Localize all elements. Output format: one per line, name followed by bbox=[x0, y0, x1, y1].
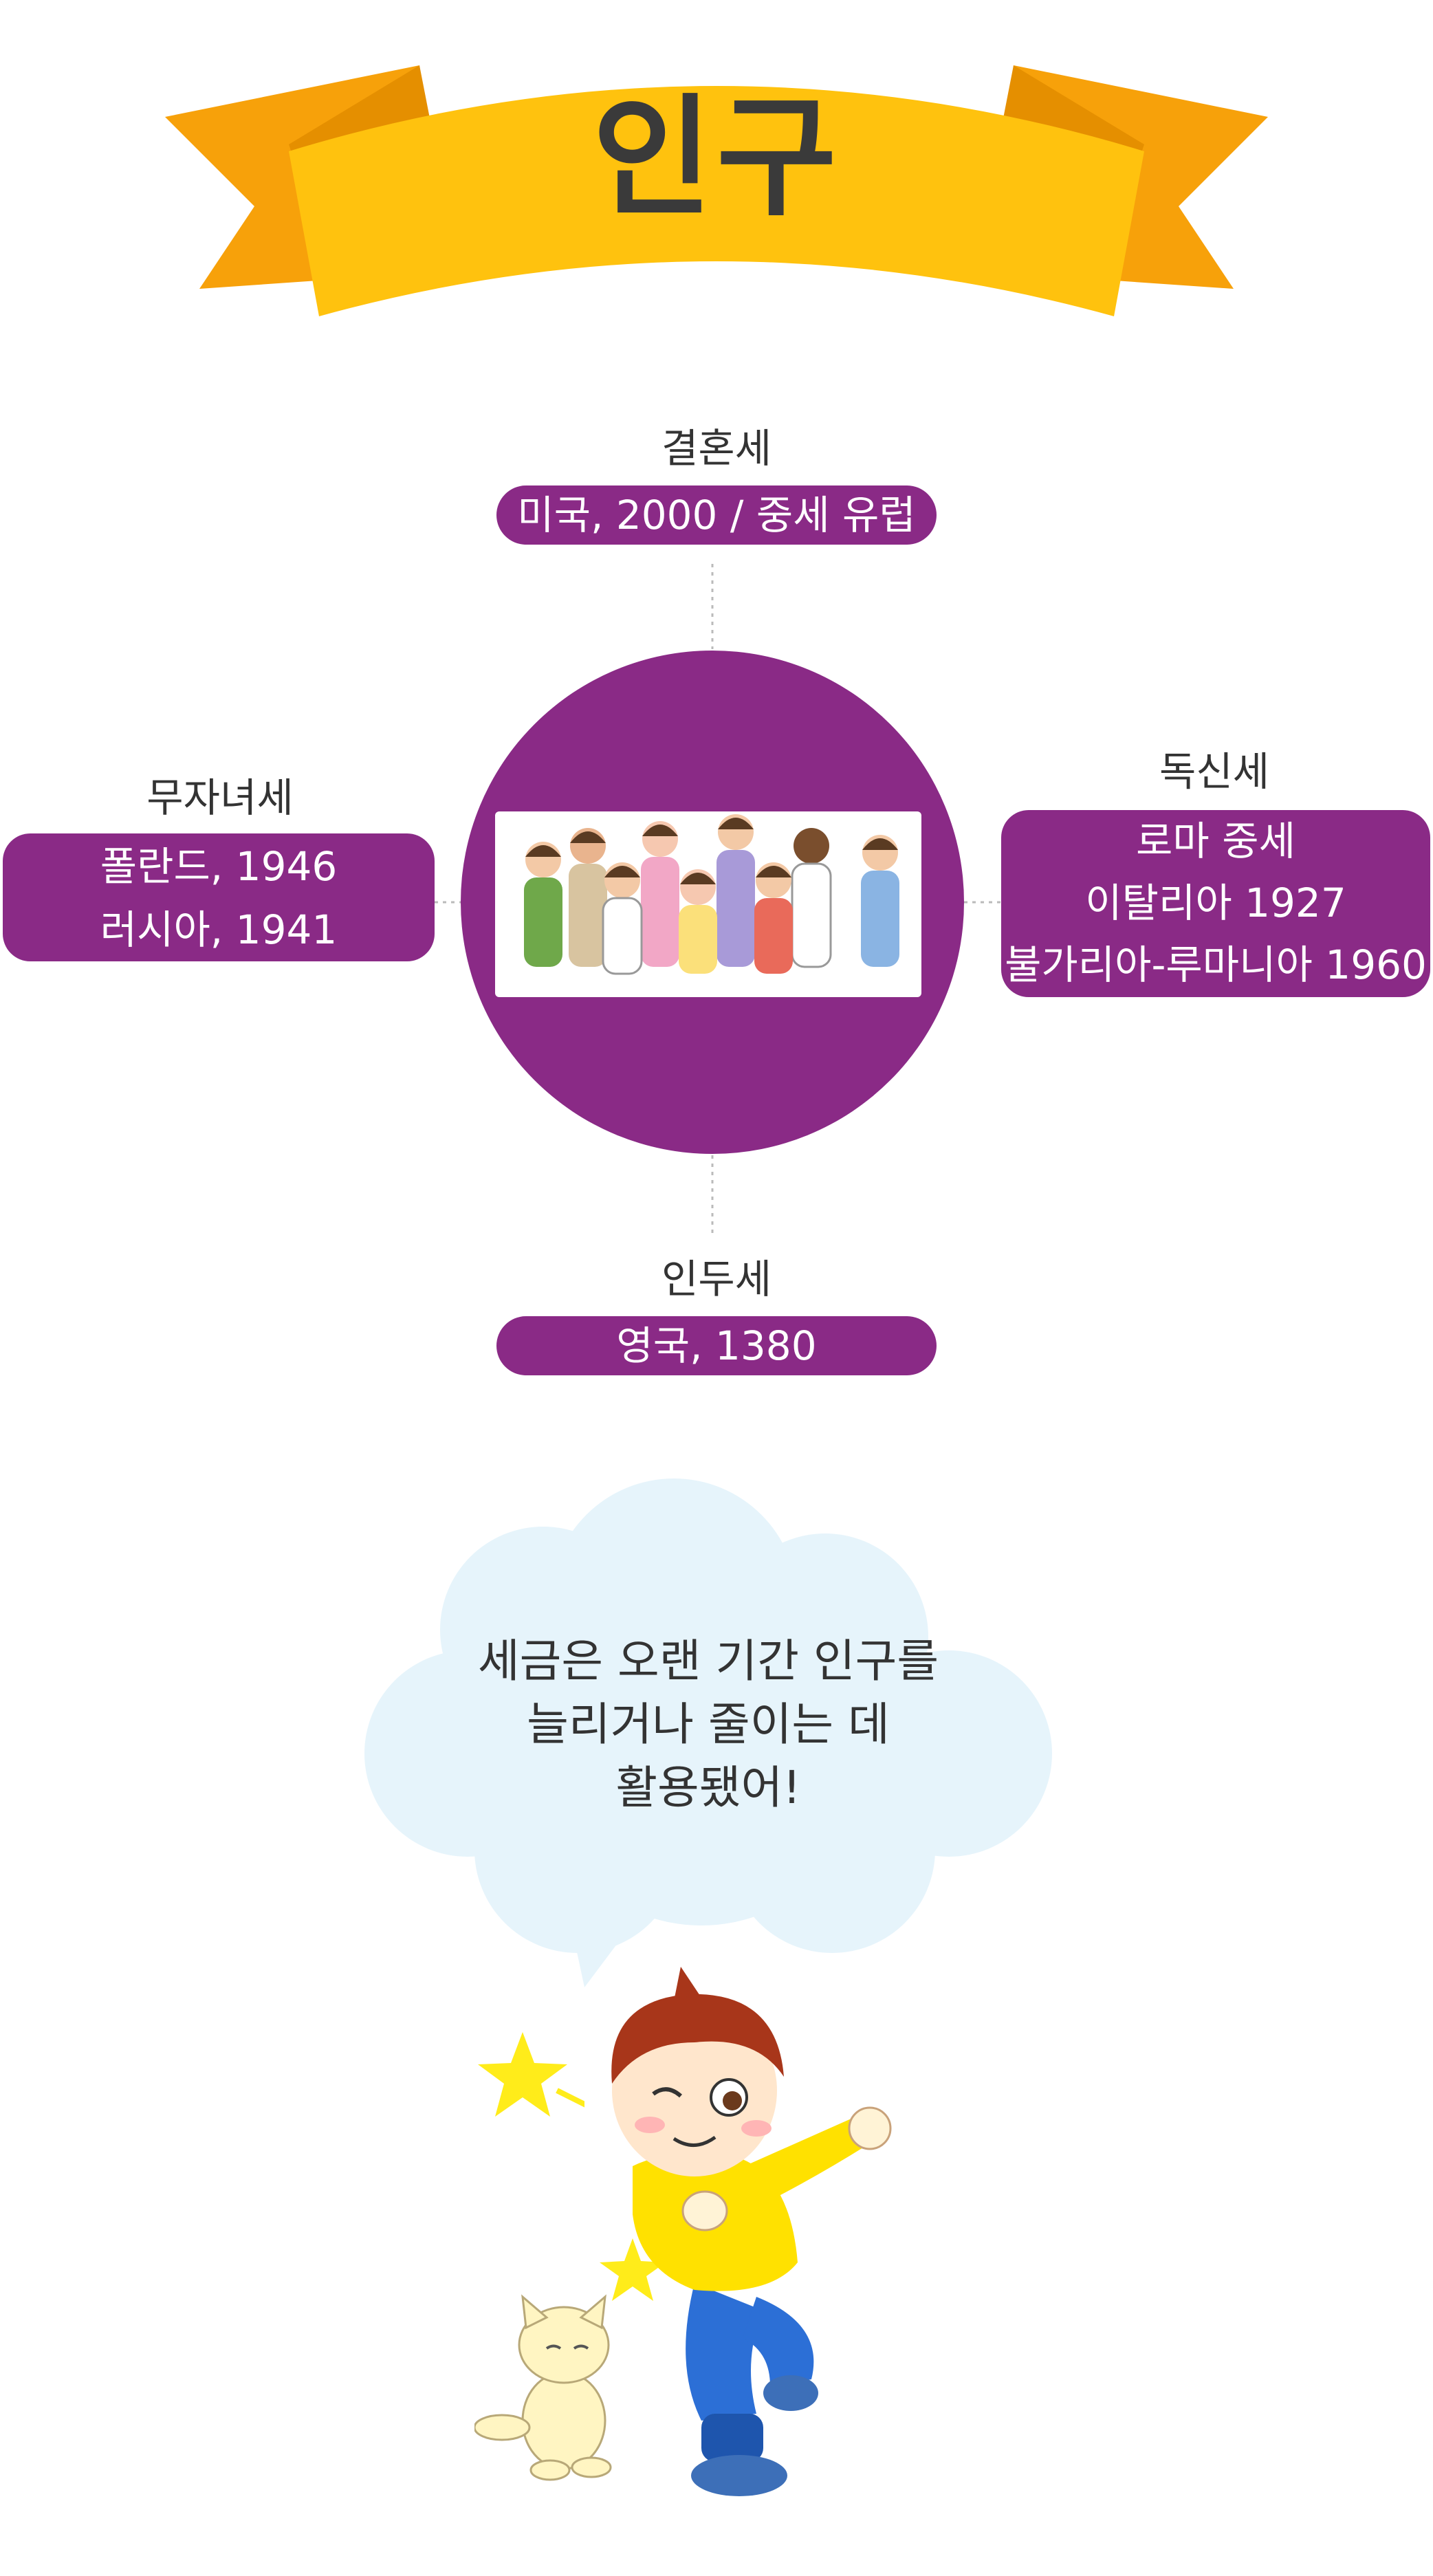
ribbon-banner-icon bbox=[165, 65, 1268, 316]
pill-line: 폴란드, 1946 bbox=[100, 843, 338, 890]
pill-line: 영국, 1380 bbox=[616, 1322, 817, 1369]
pill-line: 러시아, 1941 bbox=[100, 906, 338, 953]
pill-line: 이탈리아 1927 bbox=[1085, 880, 1346, 926]
cartoon-boy-icon bbox=[611, 1967, 892, 2496]
speech-bubble-text: 세금은 오랜 기간 인구를 늘리거나 줄이는 데 활용됐어! bbox=[440, 1630, 976, 1820]
pill-childless-tax: 폴란드, 1946 러시아, 1941 bbox=[3, 833, 435, 961]
heading-poll-tax: 인두세 bbox=[661, 1256, 772, 1302]
star-icon bbox=[600, 2238, 666, 2301]
pill-bachelor-tax: 로마 중세 이탈리아 1927 불가리아-루마니아 1960 bbox=[1001, 810, 1430, 997]
connector-lines bbox=[435, 564, 1001, 1238]
pill-marriage-tax: 미국, 2000 / 중세 유럽 bbox=[496, 485, 937, 545]
speech-cloud-icon bbox=[364, 1478, 1052, 1987]
heading-childless-tax: 무자녀세 bbox=[146, 774, 294, 821]
cloud-line: 늘리거나 줄이는 데 bbox=[527, 1698, 890, 1751]
page-title: 인구 bbox=[592, 82, 841, 234]
cloud-line: 활용됐어! bbox=[615, 1761, 801, 1814]
pill-poll-tax: 영국, 1380 bbox=[496, 1316, 937, 1375]
pill-line: 미국, 2000 / 중세 유럽 bbox=[517, 492, 916, 538]
star-icon bbox=[478, 2032, 584, 2117]
heading-bachelor-tax: 독신세 bbox=[1159, 748, 1270, 795]
cloud-line: 세금은 오랜 기간 인구를 bbox=[477, 1635, 939, 1688]
cartoon-dog-icon bbox=[474, 2294, 612, 2481]
pill-line: 불가리아-루마니아 1960 bbox=[1005, 941, 1427, 988]
heading-marriage-tax: 결혼세 bbox=[661, 425, 772, 472]
people-group-icon bbox=[495, 811, 921, 997]
pill-line: 로마 중세 bbox=[1136, 818, 1295, 864]
